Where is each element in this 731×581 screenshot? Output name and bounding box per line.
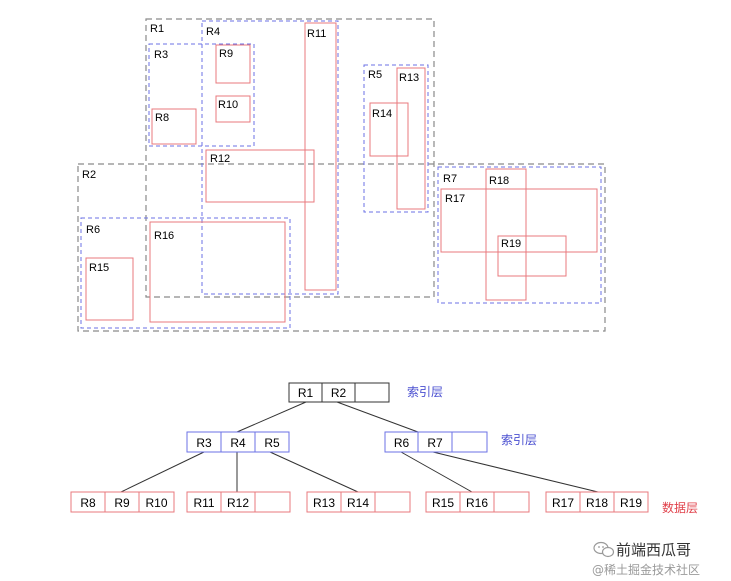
leaf-entry-r16: R16 [466, 496, 488, 510]
watermark: 前端西瓜哥 @稀土掘金技术社区 [592, 541, 700, 577]
tree-node-level1-right: R6 R7 [384, 431, 488, 453]
region-r19-box [497, 235, 567, 277]
leaf-entry-r15: R15 [432, 496, 454, 510]
leaf-entry-r19: R19 [620, 496, 642, 510]
tree-node-level1-left: R3 R4 R5 [186, 431, 290, 453]
index-layer-label-top: 索引层 [407, 385, 443, 399]
node-entry-r7: R7 [427, 436, 443, 450]
region-r15-box [85, 257, 134, 321]
region-r5-label: R5 [368, 69, 382, 81]
root-entry-r1: R1 [298, 386, 314, 400]
region-r9-box [215, 44, 251, 84]
region-r11-box [304, 22, 337, 291]
node-entry-r4: R4 [230, 436, 246, 450]
node-entry-r6: R6 [394, 436, 410, 450]
tree-leaf-5: R17 R18 R19 [545, 491, 649, 513]
data-layer-label: 数据层 [662, 500, 698, 515]
region-r1-label: R1 [150, 23, 164, 35]
region-r10-box [215, 95, 251, 123]
tree-leaf-3: R13 R14 [306, 491, 411, 513]
region-r13-label: R13 [399, 72, 419, 84]
leaf-entry-r8: R8 [80, 496, 96, 510]
region-r10-label: R10 [218, 99, 238, 111]
region-r8-label: R8 [155, 112, 169, 124]
spatial-layout: R1 R2 R3 R4 R5 R6 R7 R8 R9 R10 R11 R12 R… [77, 18, 606, 332]
region-r6-label: R6 [86, 224, 100, 236]
leaf-entry-r17: R17 [552, 496, 574, 510]
region-r2-label: R2 [82, 169, 96, 181]
tree-root-node: R1 R2 [288, 382, 390, 403]
region-r14-box [369, 102, 409, 157]
region-r15-label: R15 [89, 262, 109, 274]
region-r5-box [363, 64, 429, 213]
node-entry-r5: R5 [264, 436, 280, 450]
region-r17-label: R17 [445, 193, 465, 205]
leaf-entry-r10: R10 [145, 496, 167, 510]
watermark-name: 前端西瓜哥 [616, 541, 691, 559]
region-r6-box [80, 217, 291, 329]
region-r18-label: R18 [489, 175, 509, 187]
tree-edges [120, 401, 599, 493]
tree-leaf-2: R11 R12 [186, 491, 291, 513]
region-r7-box [437, 166, 602, 304]
region-r17-box [440, 188, 598, 253]
leaf-entry-r18: R18 [586, 496, 608, 510]
edge-r7-to-leaf5 [432, 451, 599, 493]
edge-r6-to-leaf4 [400, 451, 473, 493]
region-r16-box [149, 221, 286, 323]
region-r4-box [201, 20, 339, 295]
region-r16-label: R16 [154, 230, 174, 242]
watermark-source: @稀土掘金技术社区 [592, 562, 700, 577]
region-r12-box [205, 149, 315, 203]
region-r2-box [77, 163, 606, 332]
tree-leaf-1: R8 R9 R10 [70, 491, 175, 513]
region-r4-label: R4 [206, 26, 220, 38]
region-r19-label: R19 [501, 238, 521, 250]
region-r3-label: R3 [154, 49, 168, 61]
edge-r5-to-leaf3 [269, 451, 359, 493]
node-entry-r3: R3 [196, 436, 212, 450]
edge-r2-to-level1-right [336, 401, 419, 433]
leaf-entry-r13: R13 [313, 496, 335, 510]
region-r11-label: R11 [307, 28, 326, 40]
wechat-icon [593, 541, 615, 558]
region-r7-label: R7 [443, 173, 457, 185]
root-entry-r2: R2 [331, 386, 347, 400]
region-r12-label: R12 [210, 153, 230, 165]
region-r18-box [485, 168, 527, 301]
region-r13-box [396, 67, 426, 210]
index-layer-label-mid: 索引层 [501, 433, 537, 447]
region-r14-label: R14 [372, 108, 392, 120]
edge-r1-to-level1-left [236, 401, 307, 433]
leaf-entry-r11: R11 [193, 496, 214, 510]
region-r9-label: R9 [219, 48, 233, 60]
tree-leaf-4: R15 R16 [425, 491, 530, 513]
edge-r3-to-leaf1 [120, 451, 205, 493]
leaf-entry-r12: R12 [227, 496, 249, 510]
region-r8-box [151, 108, 197, 145]
leaf-entry-r9: R9 [114, 496, 130, 510]
leaf-entry-r14: R14 [347, 496, 369, 510]
